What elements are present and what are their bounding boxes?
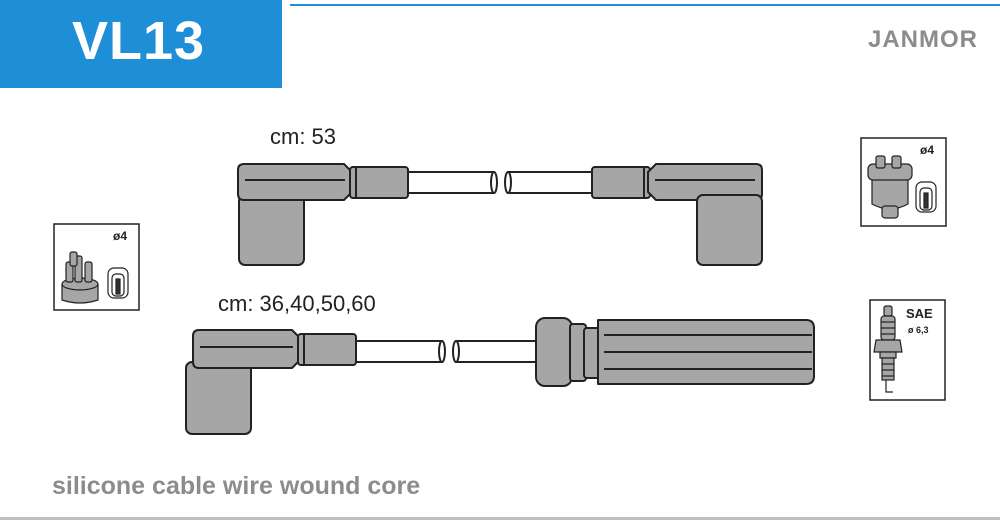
cable-2-wire-right [455,340,539,363]
header-rule [290,4,1000,6]
distributor-cap-icon [860,137,947,227]
cable-2-left-boot [185,329,357,435]
spark-plug-diameter-label: ø 6,3 [908,325,929,335]
cable-2-wire-left [355,340,443,363]
cable-1-right-boot [591,163,763,266]
cable-description: silicone cable wire wound core [52,472,421,500]
cable-1-length-label: cm: 53 [270,124,337,149]
cable-2-straight-boot [535,317,815,387]
cable-1-wire-left [407,171,495,194]
left-distributor-diameter-label: ø4 [113,229,127,243]
spark-plug-icon [869,299,946,401]
brand-name: JANMOR [867,26,978,53]
cable-1-left-boot [237,163,409,266]
cable-1 [237,163,763,266]
distributor-cap-icon [53,223,140,311]
title-banner: VL13 [0,0,282,88]
cable-1-wire-right [507,171,595,194]
footer-rule [0,517,1000,520]
spark-plug-standard-label: SAE [906,306,933,321]
cable-2 [185,317,815,435]
cable-2-length-label: cm: 36,40,50,60 [218,291,376,316]
product-code: VL13 [72,11,206,71]
right-distributor-diameter-label: ø4 [920,143,934,157]
